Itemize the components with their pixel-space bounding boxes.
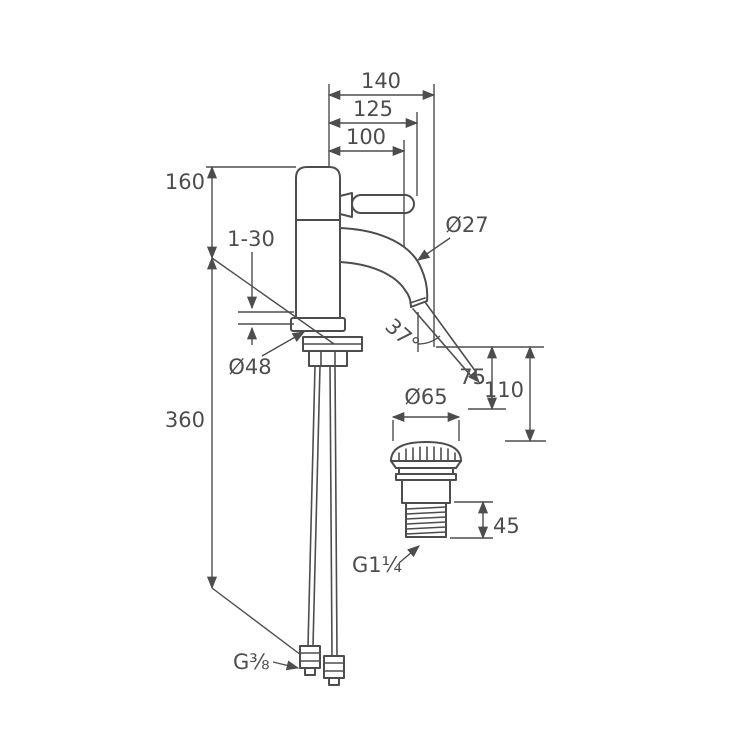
faucet-body (295, 166, 341, 319)
projection-line-hose-end (211, 587, 302, 656)
lever-joint (339, 192, 353, 218)
label-deck-thickness: 1-30 (227, 227, 275, 251)
supply-hoses (299, 365, 345, 686)
drain-cap-slots (398, 446, 456, 461)
label-diameter-drain: Ø65 (404, 385, 447, 409)
stream-line-lower (412, 308, 473, 378)
leader-drain-thread (398, 545, 420, 564)
drain-cap-taper-left (390, 460, 397, 469)
hose-right-edge-1 (329, 365, 333, 657)
mounting-nut (308, 350, 348, 367)
dimension-labels: 140 125 100 160 1-30 Ø27 37° Ø48 75 110 … (165, 69, 524, 674)
faucet (290, 166, 429, 367)
label-width-overall: 140 (361, 69, 401, 93)
drain-body (401, 479, 451, 504)
leader-lines (261, 237, 451, 671)
leader-spout-diameter (416, 237, 451, 261)
hose-left-edge-2 (312, 365, 321, 647)
stream-arrowhead (468, 371, 480, 383)
drain-valve (390, 441, 462, 538)
mounting-washer (302, 336, 363, 352)
label-height-body: 160 (165, 170, 205, 194)
spout-outlet-face (410, 300, 428, 308)
lever-handle (351, 194, 415, 214)
label-diameter-spout: Ø27 (445, 213, 488, 237)
spout-upper-curve (339, 227, 429, 302)
hose-connector-left-nut (299, 645, 321, 669)
projection-line-deck (211, 257, 335, 345)
hose-connector-right-nut (323, 655, 345, 679)
hose-right-edge-2 (334, 365, 338, 657)
drain-cap-taper-right (455, 460, 462, 469)
label-width-spout: 100 (346, 125, 386, 149)
label-supply-thread: G⅜ (233, 650, 270, 674)
hose-connector-left-tip (304, 667, 316, 676)
label-drain-height: 45 (493, 514, 520, 538)
hose-connector-right-tip (328, 677, 340, 686)
label-diameter-base: Ø48 (228, 355, 271, 379)
label-width-lever: 125 (353, 97, 393, 121)
drain-cap-dome (390, 441, 462, 462)
stream-line-upper (424, 301, 477, 373)
water-stream (412, 301, 480, 383)
stream-angle-arc (417, 335, 441, 345)
leader-supply-thread (272, 660, 300, 671)
label-height-outlet: 75 (459, 365, 486, 389)
drain-thread-lines (405, 506, 447, 535)
drain-flange (395, 473, 457, 481)
spout-aerator-line (409, 297, 426, 304)
hose-left-edge-1 (307, 365, 316, 647)
label-height-spout: 110 (484, 378, 524, 402)
spout-lower-curve (339, 261, 412, 308)
label-hose-length: 360 (165, 408, 205, 432)
base-escutcheon (290, 317, 346, 332)
label-drain-thread: G1¼ (352, 553, 402, 577)
dimension-lines (206, 89, 536, 590)
leader-base-diameter (261, 331, 306, 357)
